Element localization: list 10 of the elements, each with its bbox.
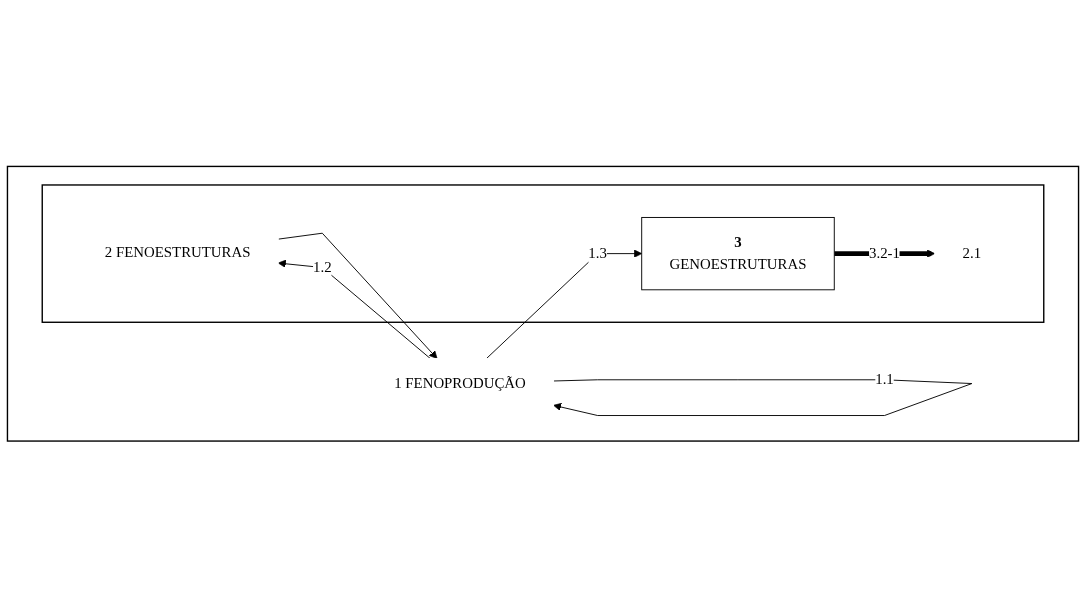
edge-label: 1.3 (588, 245, 607, 262)
node-text: 2.1 (962, 245, 982, 262)
edge-label: 1.1 (875, 371, 894, 388)
cluster (41, 184, 1045, 324)
edge-label: 3.2-1 (869, 245, 900, 262)
node-box: 3 GENOESTRUTURAS (641, 217, 835, 291)
node-text: 1 FENOPRODUÇÃO (394, 375, 526, 392)
cluster (6, 165, 1080, 442)
node-text: 2 FENOESTRUTURAS (104, 244, 251, 261)
edge-label: 1.2 (313, 259, 332, 276)
